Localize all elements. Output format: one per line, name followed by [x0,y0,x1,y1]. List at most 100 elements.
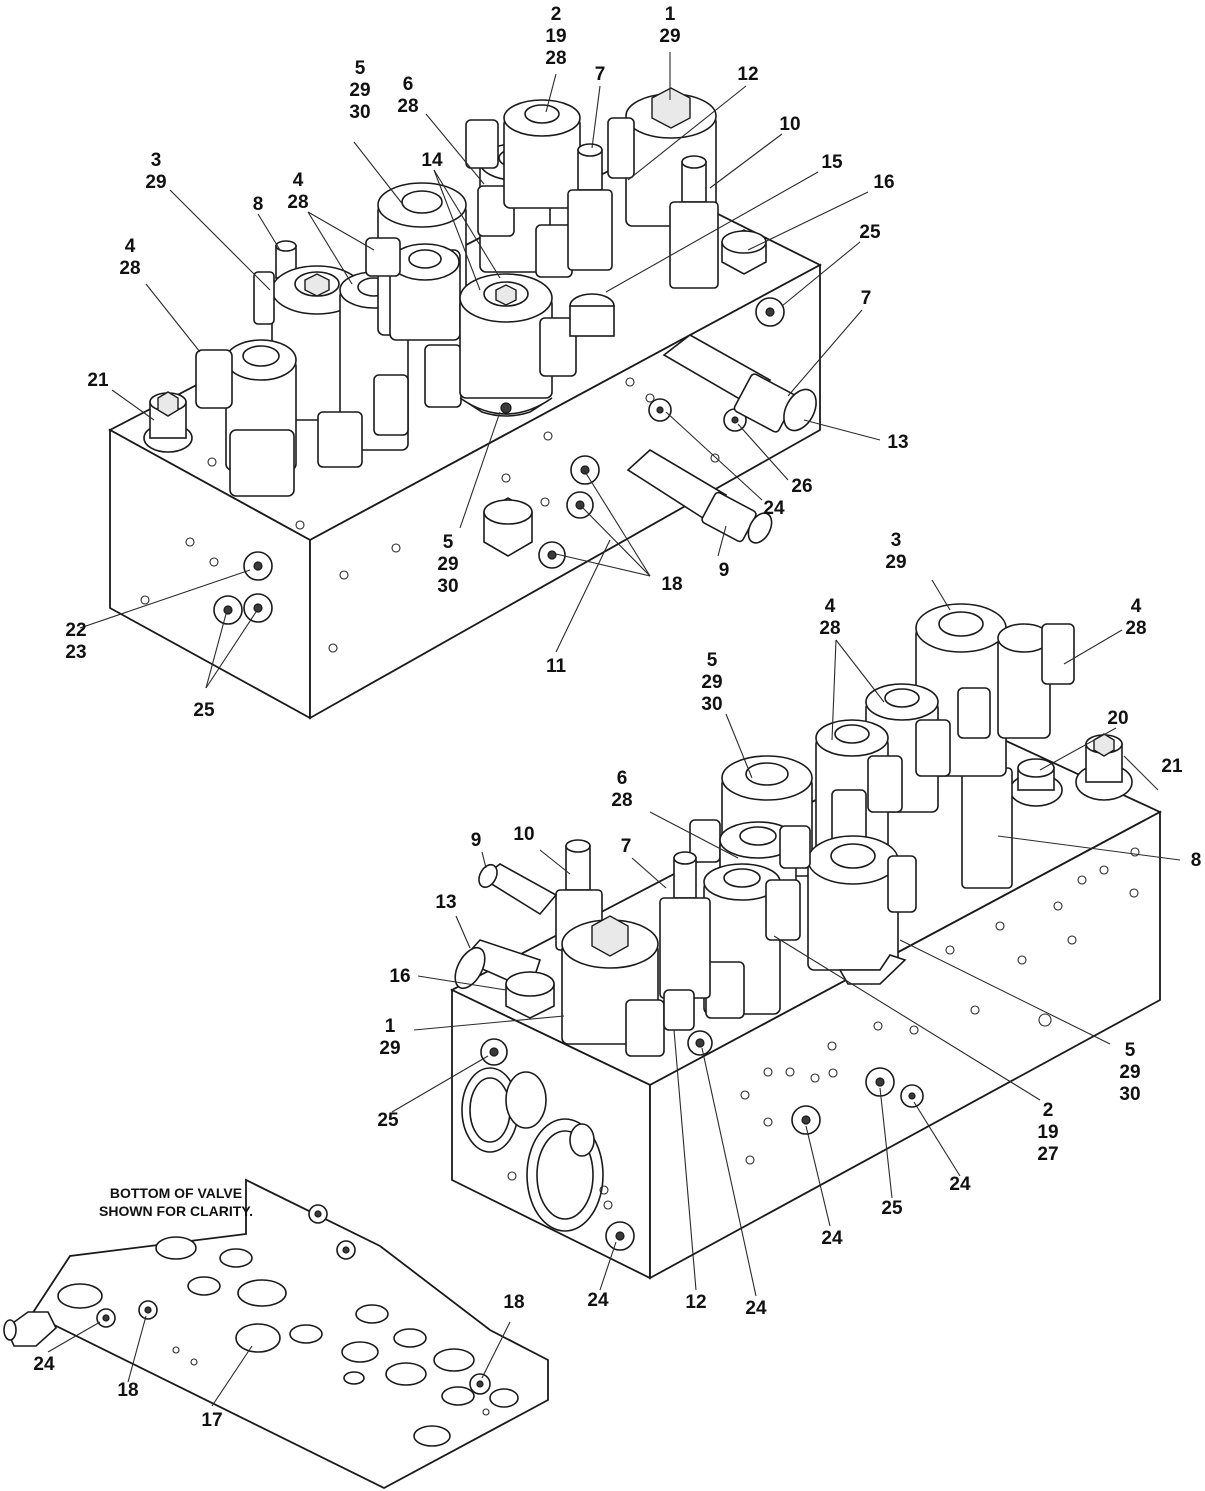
callout-line: 19 [1037,1122,1058,1143]
callout-line: 30 [349,102,370,123]
callout-line: 5 [1125,1040,1136,1061]
callout-label: 25 [859,222,881,243]
callout-line: 28 [819,618,840,639]
callout-label: 18 [117,1380,138,1401]
callout-line: 5 [443,532,454,553]
callout-line: 8 [1191,850,1202,871]
callout-line: 24 [949,1174,971,1195]
callout-label: 18 [661,574,682,595]
callout-line: 7 [861,288,872,309]
callout-label: 24 [33,1354,55,1375]
callout-label: 25 [377,1110,399,1131]
callout-line: 29 [379,1038,400,1059]
callout-label: 21 [87,370,109,391]
callout-line: 24 [587,1290,609,1311]
callout-label: 24 [587,1290,609,1311]
top-relief-valve-13 [662,334,817,433]
callout-line: 16 [873,172,894,193]
callout-line: 29 [145,172,166,193]
callout-line: 18 [117,1380,138,1401]
callout-line: 2 [1043,1100,1054,1121]
top-solenoid-5-rear [365,182,467,408]
callout-line: 19 [545,26,566,47]
callout-label: 25 [193,700,215,721]
callout-line: 11 [546,656,567,677]
callout-label: 7 [621,836,632,857]
top-solenoid-4-front [195,339,297,497]
top-cartridge-10 [669,155,719,289]
callout-line: 3 [891,530,902,551]
callout-line: 25 [859,222,881,243]
callout-label: 10 [513,824,534,845]
callout-line: 29 [701,672,722,693]
callout-label: 16 [873,172,894,193]
callout-line: 28 [1125,618,1146,639]
callout-line: 15 [821,152,843,173]
callout-line: 7 [595,64,606,85]
top-fitting-21 [143,391,193,453]
callout-line: 25 [881,1198,903,1219]
callout-line: 28 [611,790,632,811]
callout-label: 20 [1107,708,1128,729]
callout-label: 9 [471,830,482,851]
callout-label: 7 [595,64,606,85]
callout-label: 21 [1161,756,1183,777]
callout-line: 25 [193,700,215,721]
callout-line: 20 [1107,708,1128,729]
callout-label: 24 [821,1228,843,1249]
callout-line: 28 [397,96,418,117]
callout-line: 24 [821,1228,843,1249]
bottom-cartridge-7 [659,851,711,999]
bottom-of-valve-detail [3,1178,549,1490]
bottom-relief-valve-9 [478,863,558,916]
bottom-solenoid-1 [561,915,695,1057]
bottom-plug-16 [505,971,555,1019]
callout-line: 17 [201,1410,222,1431]
callout-line: 12 [685,1292,706,1313]
callout-line: 21 [1161,756,1183,777]
callout-line: 21 [87,370,109,391]
callout-line: 30 [1119,1084,1140,1105]
callout-label: 18 [503,1292,524,1313]
callout-line: 25 [377,1110,399,1131]
callout-line: 29 [1119,1062,1140,1083]
bottom-cartridge-10 [555,839,603,951]
callout-label: 16 [389,966,410,987]
note-line-1: BOTTOM OF VALVE [110,1185,242,1201]
callout-line: 29 [885,552,906,573]
bottom-valve-assembly [449,603,1163,1280]
callout-line: 2 [551,4,562,25]
callout-line: 26 [791,476,812,497]
top-plug-16 [721,229,767,275]
callout-label: 10 [779,114,800,135]
callout-line: 4 [1131,596,1142,617]
top-valve-assembly [108,87,822,720]
callout-line: 16 [389,966,410,987]
callout-line: 7 [621,836,632,857]
callout-label: 24 [745,1298,767,1319]
callout-line: 24 [763,498,785,519]
callout-label: 11 [546,656,567,677]
callout-line: 10 [513,824,534,845]
bottom-solenoid-2 [703,863,801,1019]
callout-label: 7 [861,288,872,309]
callout-line: 10 [779,114,800,135]
callout-line: 30 [437,576,458,597]
callout-line: 4 [125,236,136,257]
callout-line: 8 [253,194,264,215]
callout-line: 23 [65,642,86,663]
callout-label: 17 [201,1410,222,1431]
callout-label: 25 [881,1198,903,1219]
callout-label: 24 [763,498,785,519]
